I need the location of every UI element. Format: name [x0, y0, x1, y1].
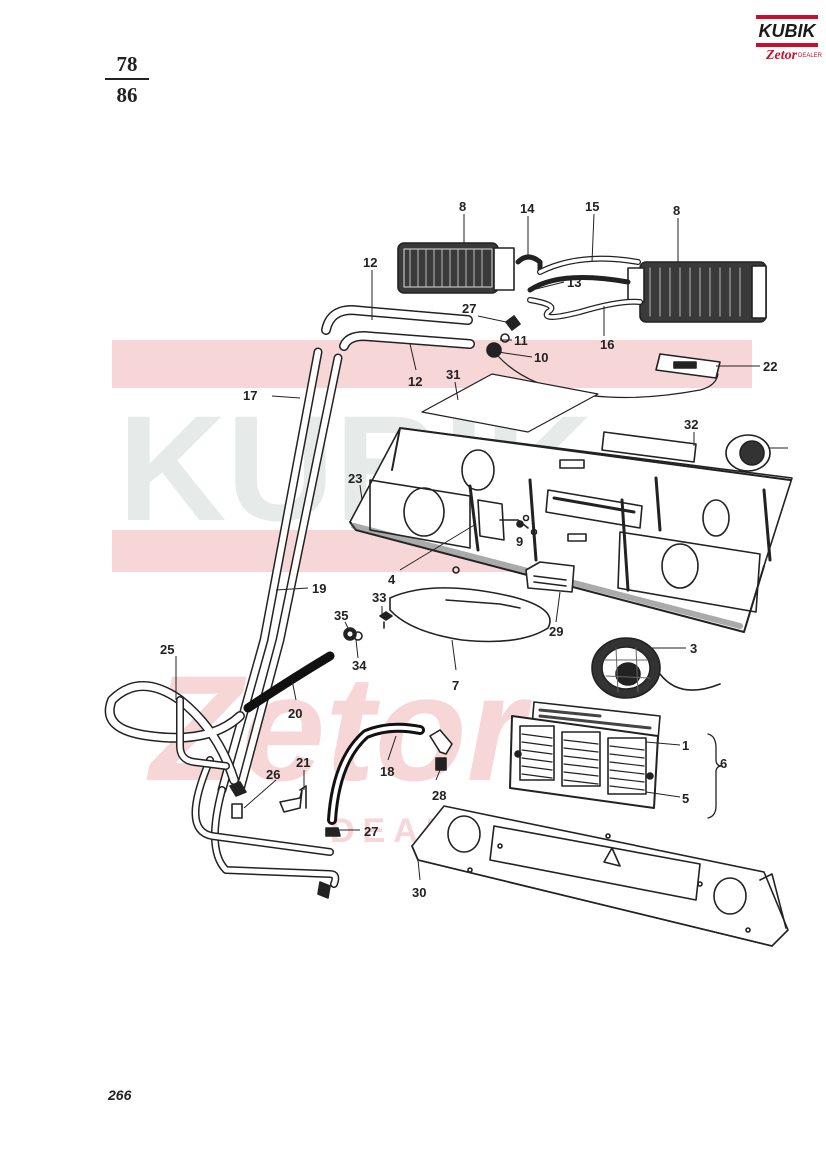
callout-21: 21 — [296, 755, 310, 770]
heat-exchanger-left — [397, 242, 515, 294]
callout-13: 13 — [567, 275, 581, 290]
callout-6: 6 — [720, 756, 727, 771]
callout-16: 16 — [600, 337, 614, 352]
heat-exchanger-right — [627, 261, 767, 323]
leader-lines — [175, 213, 788, 881]
callout-10: 10 — [534, 350, 548, 365]
callout-35: 35 — [334, 608, 348, 623]
callout-25: 25 — [160, 642, 174, 657]
callout-17: 17 — [243, 388, 257, 403]
callout-12a: 12 — [363, 255, 377, 270]
callout-14: 14 — [520, 201, 535, 216]
callout-3: 3 — [690, 641, 697, 656]
logo-brand: KUBIK — [756, 15, 818, 47]
kubik-zetor-logo: KUBIK Zetor DEALER — [756, 15, 822, 73]
fraction-denominator: 86 — [116, 83, 138, 107]
callout-31: 31 — [446, 367, 460, 382]
callout-22: 22 — [763, 359, 777, 374]
watermark-band-top — [112, 340, 752, 388]
callout-27a: 27 — [462, 301, 476, 316]
callout-15: 15 — [585, 199, 599, 214]
blower-fan — [591, 637, 721, 699]
hose-14 — [515, 254, 543, 273]
heater-housing — [349, 427, 793, 633]
page-number: 266 — [108, 1087, 132, 1103]
logo-sub-brand: Zetor — [766, 48, 798, 63]
drawing-fraction: 78 86 — [105, 52, 149, 107]
callout-28: 28 — [432, 788, 446, 803]
fraction-numerator: 78 — [116, 52, 138, 76]
callout-11: 11 — [514, 333, 528, 348]
callout-labels: 8 14 15 8 12 13 27 11 16 10 22 31 12 17 … — [160, 199, 777, 900]
callout-1: 1 — [682, 738, 689, 753]
callout-29: 29 — [549, 624, 563, 639]
callout-20: 20 — [288, 706, 302, 721]
mounting-panel — [411, 805, 789, 947]
logo-dealer: DEALER — [798, 53, 823, 59]
callout-34: 34 — [352, 658, 367, 673]
callout-9: 9 — [516, 534, 523, 549]
callout-32: 32 — [684, 417, 698, 432]
callout-8a: 8 — [459, 199, 466, 214]
callout-26: 26 — [266, 767, 280, 782]
callout-19: 19 — [312, 581, 326, 596]
callout-8b: 8 — [673, 203, 680, 218]
air-grille — [509, 715, 659, 809]
fraction-bar — [105, 78, 149, 80]
callout-27b: 27 — [364, 824, 378, 839]
callout-18: 18 — [380, 764, 394, 779]
callout-7: 7 — [452, 678, 459, 693]
callout-12b: 12 — [408, 374, 422, 389]
callout-30: 30 — [412, 885, 426, 900]
callout-23: 23 — [348, 471, 362, 486]
callout-4: 4 — [388, 572, 396, 587]
callout-33: 33 — [372, 590, 386, 605]
callout-5: 5 — [682, 791, 689, 806]
